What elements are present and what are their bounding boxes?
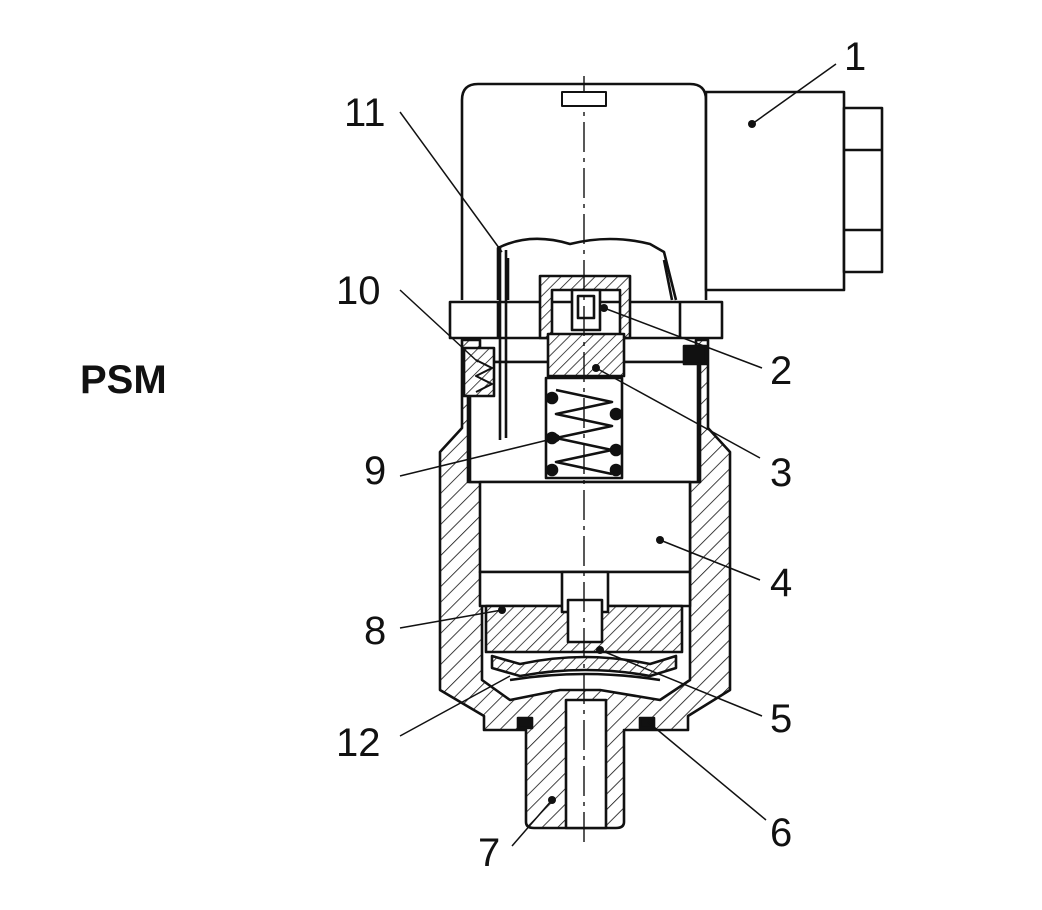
retaining-spring xyxy=(462,346,496,398)
leader-line-12 xyxy=(399,675,511,737)
callout-number: 8 xyxy=(364,609,386,653)
leader-line-2 xyxy=(603,307,763,369)
axis-screw-head xyxy=(561,91,607,107)
leader-dot-7 xyxy=(548,796,556,804)
leader-line-4 xyxy=(659,539,761,581)
leader-dot-5 xyxy=(596,646,604,654)
leader-line-9 xyxy=(399,437,557,477)
right-seal-ring xyxy=(682,344,708,366)
cover-cap-inner xyxy=(506,258,674,301)
callout-number: 2 xyxy=(770,349,792,393)
callout-number: 11 xyxy=(344,91,386,135)
leader-line-11 xyxy=(399,111,503,253)
leader-line-1 xyxy=(751,63,837,125)
callout-number: 7 xyxy=(478,831,500,875)
callout-number: 3 xyxy=(770,451,792,495)
leader-dot-2 xyxy=(600,304,608,312)
leader-dot-4 xyxy=(656,536,664,544)
callout-number: 10 xyxy=(336,269,381,313)
locking-clip xyxy=(498,246,508,440)
callout-number: 1 xyxy=(844,35,866,79)
o-ring-seal-left xyxy=(516,716,534,730)
piston-stem-inner xyxy=(566,598,604,644)
leader-line-5 xyxy=(599,649,763,717)
diagram-title: PSM xyxy=(80,358,167,402)
leader-dot-9 xyxy=(552,434,560,442)
callout-number: 12 xyxy=(336,721,381,765)
callout-number: 5 xyxy=(770,697,792,741)
o-ring-seal-right xyxy=(638,716,656,730)
leader-line-10 xyxy=(399,289,479,363)
callout-number: 9 xyxy=(364,449,386,493)
inlet-bore xyxy=(564,698,608,830)
leader-dot-8 xyxy=(498,606,506,614)
cover-cap-edge xyxy=(496,237,678,301)
leader-dot-3 xyxy=(592,364,600,372)
connector-housing xyxy=(460,82,884,300)
leader-line-3 xyxy=(595,367,761,459)
adjusting-screw-assembly xyxy=(538,274,632,378)
leader-line-6 xyxy=(647,721,767,821)
leader-line-7 xyxy=(511,799,553,847)
diaphragm-seat xyxy=(509,672,661,682)
callout-number: 4 xyxy=(770,561,792,605)
callout-number: 6 xyxy=(770,811,792,855)
leader-line-8 xyxy=(399,609,503,629)
leader-dot-1 xyxy=(748,120,756,128)
